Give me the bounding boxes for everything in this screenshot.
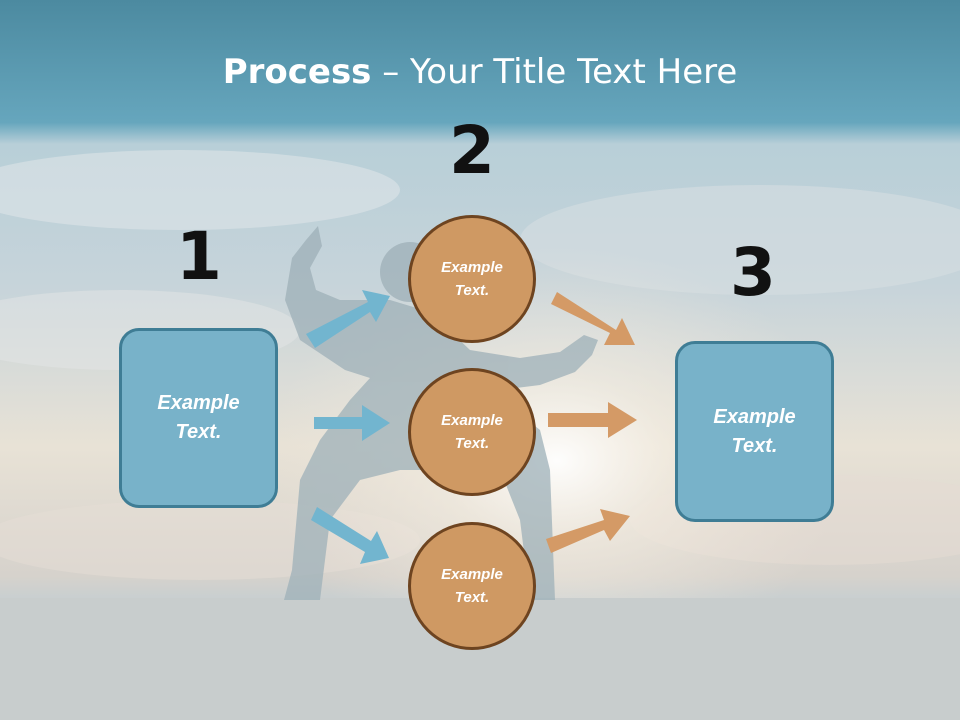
step-3-text: Example Text.	[713, 405, 796, 457]
step-2-circle-bottom-text: Example Text.	[441, 566, 503, 606]
slide-title: Process – Your Title Text Here	[0, 52, 960, 92]
step-2-circle-top-text: Example Text.	[441, 259, 503, 299]
step-number-1: 1	[176, 218, 222, 295]
orange-arrow-down	[551, 292, 635, 345]
step-3-box: Example Text.	[675, 341, 834, 522]
blue-arrow-down	[311, 507, 389, 564]
step-2-circle-bottom: Example Text.	[408, 522, 536, 650]
title-rest: – Your Title Text Here	[371, 52, 738, 92]
step-2-circle-middle-text: Example Text.	[441, 412, 503, 452]
orange-arrow-up	[546, 509, 630, 553]
step-1-box: Example Text.	[119, 328, 278, 508]
step-1-text: Example Text.	[157, 392, 240, 443]
step-number-2: 2	[449, 112, 495, 189]
orange-arrow-right	[548, 402, 637, 438]
step-number-3: 3	[730, 234, 776, 311]
step-2-circle-top: Example Text.	[408, 215, 536, 343]
blue-arrow-up	[306, 290, 390, 348]
title-bold: Process	[222, 52, 372, 92]
step-2-circle-middle: Example Text.	[408, 368, 536, 496]
blue-arrow-right	[314, 405, 390, 441]
